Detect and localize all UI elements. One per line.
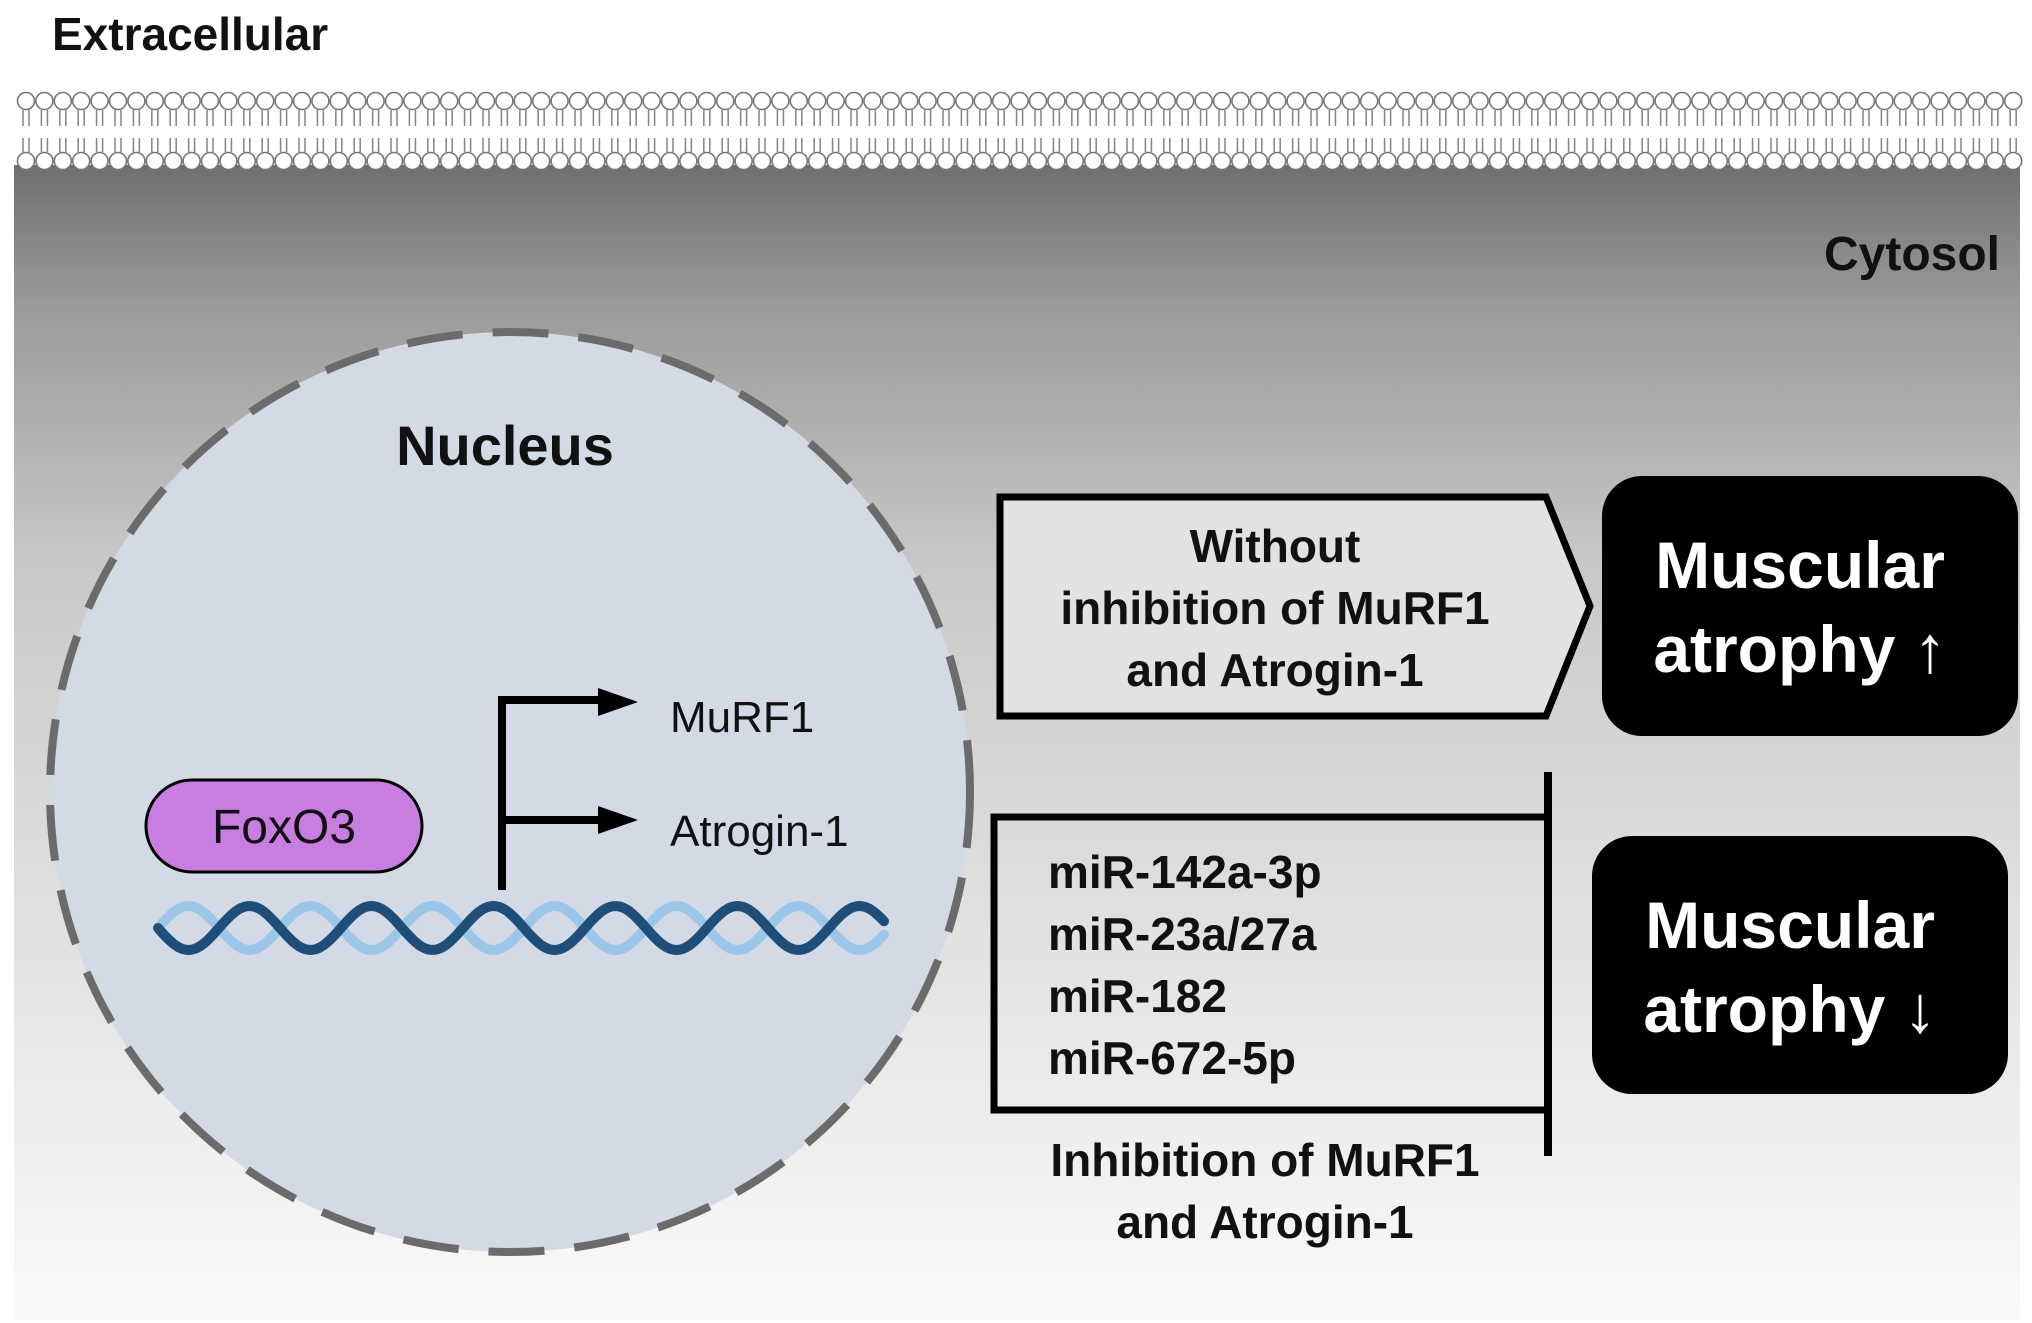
without-inhibition-box	[996, 493, 1594, 720]
inhibition-caption-line-1: Inhibition of MuRF1	[1050, 1134, 1479, 1186]
transcription-arrows	[498, 696, 600, 890]
without-line-2: inhibition of MuRF1	[1060, 582, 1489, 634]
without-line-3: and Atrogin-1	[1126, 644, 1423, 696]
arrowhead-atrogin1	[598, 806, 638, 834]
mirna-item: miR-142a-3p	[1048, 846, 1322, 898]
foxo3-label: FoxO3	[212, 801, 356, 854]
foxo3-protein	[144, 778, 424, 874]
nucleus	[46, 328, 974, 1256]
outcome-down-line-2: atrophy ↓	[1643, 972, 1936, 1046]
inhibition-caption-line-2: and Atrogin-1	[1116, 1196, 1413, 1248]
outcome-up-line-1: Muscular	[1655, 528, 1945, 602]
nucleus-label: Nucleus	[396, 414, 614, 477]
extracellular-label: Extracellular	[52, 8, 328, 60]
dna-helix	[153, 900, 889, 956]
mirna-item: miR-672-5p	[1048, 1032, 1296, 1084]
cell-membrane	[16, 91, 2023, 171]
mirna-item: miR-182	[1048, 970, 1227, 1022]
without-line-1: Without	[1190, 520, 1361, 572]
outcome-up-line-2: atrophy ↑	[1653, 612, 1946, 686]
mirna-item: miR-23a/27a	[1048, 908, 1317, 960]
atrogin1-label: Atrogin-1	[670, 807, 849, 856]
outcome-atrophy-decrease	[1592, 836, 2008, 1094]
outcome-atrophy-increase	[1602, 476, 2018, 736]
murf1-label: MuRF1	[670, 693, 814, 742]
outcome-down-line-1: Muscular	[1645, 888, 1935, 962]
cytosol-label: Cytosol	[1824, 228, 2000, 281]
mirna-box	[990, 813, 1548, 1114]
arrowhead-murf1	[598, 688, 638, 716]
